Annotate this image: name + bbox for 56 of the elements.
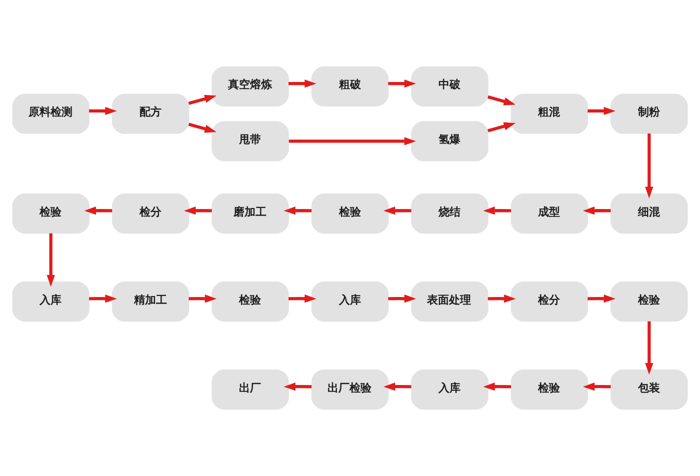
node-box: 粗破 [311,66,389,106]
arrow [388,79,416,88]
node-box: 粗混 [510,94,588,134]
node-box: 精加工 [112,282,190,322]
arrow [188,294,217,303]
node-box: 出厂检验 [311,370,389,410]
node-box: 制粉 [610,94,688,134]
node-box: 氢爆 [411,121,488,162]
arrow [288,79,316,88]
node-box: 中破 [411,66,488,106]
arrow [488,294,516,303]
arrow [388,294,416,303]
arrow [588,106,616,115]
arrow [582,206,611,215]
arrow [488,122,516,132]
arrow [89,106,117,115]
arrow [588,294,616,303]
arrow [284,206,312,215]
arrow [84,206,112,215]
node-box: 入库 [411,370,488,410]
node-box: 包装 [610,370,688,410]
arrow [383,206,412,215]
node-box: 入库 [12,282,90,322]
node-box: 甩带 [212,121,289,162]
node-box: 成型 [510,194,588,234]
arrow [284,382,312,391]
node-box: 原料检测 [12,94,90,134]
node-box: 检验 [311,194,389,234]
node-box: 检验 [12,194,90,234]
arrow [188,122,216,133]
node-box: 检分 [510,282,588,322]
arrow [89,294,117,303]
node-box: 出厂 [212,370,289,410]
node-box: 检验 [610,282,688,322]
node-box: 真空熔炼 [212,66,289,106]
node-box: 磨加工 [212,194,289,234]
arrow [488,95,516,106]
arrow [383,382,412,391]
arrow [46,233,55,287]
arrow [645,134,654,198]
arrow [483,206,512,215]
arrow [184,206,212,215]
node-box: 细混 [610,194,688,234]
node-box: 检验 [510,370,588,410]
node-box: 入库 [311,282,389,322]
node-box: 检分 [112,194,190,234]
arrow [483,382,512,391]
arrow [188,94,216,105]
node-box: 配方 [112,94,190,134]
arrow [582,382,611,391]
node-box: 表面处理 [411,282,488,322]
node-box: 检验 [212,282,289,322]
arrow [288,137,416,146]
node-box: 烧结 [411,194,488,234]
arrow [645,321,654,375]
arrow [288,294,316,303]
